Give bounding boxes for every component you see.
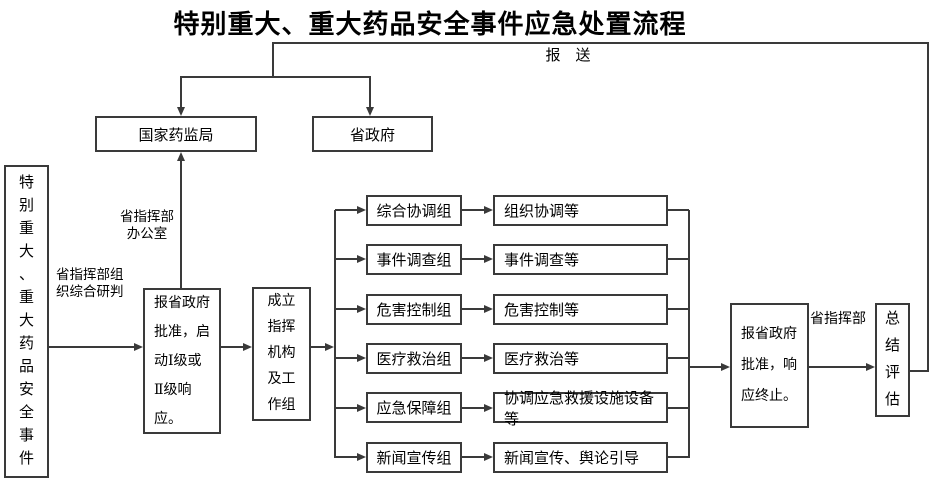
report-line-top <box>272 42 929 44</box>
duty-box-medical-treatment: 医疗救治等 <box>493 343 668 374</box>
arrow-to-duty-icon <box>484 255 493 263</box>
summary-to-report-link <box>910 370 929 372</box>
node-provincial-government: 省政府 <box>312 116 433 152</box>
group-label: 危害控制组 <box>376 303 452 319</box>
arrow-to-nmpa-icon <box>177 107 185 116</box>
duty-label: 事件调查等 <box>504 253 580 269</box>
fan-in-line <box>688 210 690 458</box>
group-label: 医疗救治组 <box>376 352 452 368</box>
hq-office-label: 省指挥部 办公室 <box>120 209 174 241</box>
line-event-to-approve <box>49 346 134 348</box>
arrow-to-duty-icon <box>484 354 493 362</box>
arrow-to-duty-icon <box>484 206 493 214</box>
connector-line <box>335 209 357 211</box>
arrow-to-group-icon <box>357 354 366 362</box>
page-title: 特别重大、重大药品安全事件应急处置流程 <box>173 10 687 39</box>
node-approve-termination: 报省政府 批准，响 应终止。 <box>730 303 809 428</box>
arrow-to-group-icon <box>357 305 366 313</box>
arrow-to-gov-icon <box>366 107 374 116</box>
connector-line <box>668 209 689 211</box>
node-event-label: 特 别 重 大 、 重 大 药 品 安 全 事 件 <box>18 175 34 467</box>
duty-box-hazard-control: 危害控制等 <box>493 294 668 325</box>
connector-line <box>668 357 689 359</box>
report-label: 报 送 <box>545 48 591 64</box>
arrow-to-group-icon <box>357 255 366 263</box>
group-label: 新闻宣传组 <box>376 451 452 467</box>
duty-label: 危害控制等 <box>504 303 580 319</box>
node-event: 特 别 重 大 、 重 大 药 品 安 全 事 件 <box>4 165 49 478</box>
arrow-to-duty-icon <box>484 404 493 412</box>
group-box-hazard-control: 危害控制组 <box>366 294 462 325</box>
report-line-right <box>927 42 929 372</box>
hq-label: 省指挥部 <box>810 312 866 327</box>
line-approve-to-nmpa <box>180 161 182 288</box>
node-setup-command: 成立 指挥 机构 及工 作组 <box>252 287 311 421</box>
node-summary-evaluation: 总 结 评 估 <box>875 303 910 417</box>
branch-drop-gov <box>369 76 371 108</box>
node-provincial-government-label: 省政府 <box>349 127 395 144</box>
node-nmpa: 国家药监局 <box>95 116 257 152</box>
duty-box-news-publicity: 新闻宣传、舆论引导 <box>493 442 668 473</box>
connector-line <box>335 357 357 359</box>
arrow-to-group-icon <box>357 453 366 461</box>
group-box-investigation: 事件调查组 <box>366 244 462 275</box>
connector-line <box>668 308 689 310</box>
line-fan-to-terminate <box>689 366 721 368</box>
duty-label: 协调应急救援设施设备等 <box>504 390 655 428</box>
branch-drop-nmpa <box>180 76 182 108</box>
connector-line <box>335 258 357 260</box>
connector-line <box>668 456 689 458</box>
node-approve-start: 报省政府 批准，启 动Ⅰ级或 Ⅱ级响 应。 <box>143 288 221 434</box>
connector-line <box>335 308 357 310</box>
connector-line <box>462 308 484 310</box>
connector-line <box>668 407 689 409</box>
group-box-coordination: 综合协调组 <box>366 195 462 226</box>
connector-line <box>462 456 484 458</box>
org-research-label: 省指挥部组 织综合研判 <box>56 267 124 299</box>
arrow-terminate-to-summary-icon <box>866 363 875 371</box>
duty-box-coordination: 组织协调等 <box>493 195 668 226</box>
node-approve-termination-label: 报省政府 批准，响 应终止。 <box>741 327 797 404</box>
node-setup-command-label: 成立 指挥 机构 及工 作组 <box>267 294 296 413</box>
line-setup-to-fan <box>311 346 325 348</box>
arrow-fan-to-terminate-icon <box>721 363 730 371</box>
connector-line <box>668 258 689 260</box>
connector-line <box>462 407 484 409</box>
connector-line <box>462 209 484 211</box>
node-summary-evaluation-label: 总 结 评 估 <box>884 311 900 408</box>
connector-line <box>335 456 357 458</box>
line-approve-to-setup <box>221 346 243 348</box>
group-label: 事件调查组 <box>376 253 452 269</box>
duty-label: 医疗救治等 <box>504 352 580 368</box>
duty-label: 组织协调等 <box>504 204 580 220</box>
group-box-news-publicity: 新闻宣传组 <box>366 442 462 473</box>
duty-box-investigation: 事件调查等 <box>493 244 668 275</box>
connector-line <box>335 407 357 409</box>
arrow-to-group-icon <box>357 404 366 412</box>
node-nmpa-label: 国家药监局 <box>138 127 214 144</box>
duty-box-emergency-support: 协调应急救援设施设备等 <box>493 391 668 428</box>
arrow-up-to-nmpa-icon <box>177 152 185 161</box>
arrow-to-duty-icon <box>484 453 493 461</box>
connector-line <box>462 357 484 359</box>
group-box-medical-treatment: 医疗救治组 <box>366 343 462 374</box>
fan-out-line <box>334 210 336 458</box>
duty-label: 新闻宣传、舆论引导 <box>504 451 640 467</box>
report-line-drop <box>272 42 274 78</box>
arrow-approve-to-setup-icon <box>243 343 252 351</box>
branch-line <box>180 76 371 78</box>
line-terminate-to-summary <box>809 366 866 368</box>
arrow-to-group-icon <box>357 206 366 214</box>
group-box-emergency-support: 应急保障组 <box>366 392 462 423</box>
group-label: 综合协调组 <box>376 204 452 220</box>
group-label: 应急保障组 <box>376 401 452 417</box>
connector-line <box>462 258 484 260</box>
arrow-event-to-approve-icon <box>134 343 143 351</box>
arrow-setup-to-fan-icon <box>325 343 334 351</box>
arrow-to-duty-icon <box>484 305 493 313</box>
node-approve-start-label: 报省政府 批准，启 动Ⅰ级或 Ⅱ级响 应。 <box>154 295 210 427</box>
